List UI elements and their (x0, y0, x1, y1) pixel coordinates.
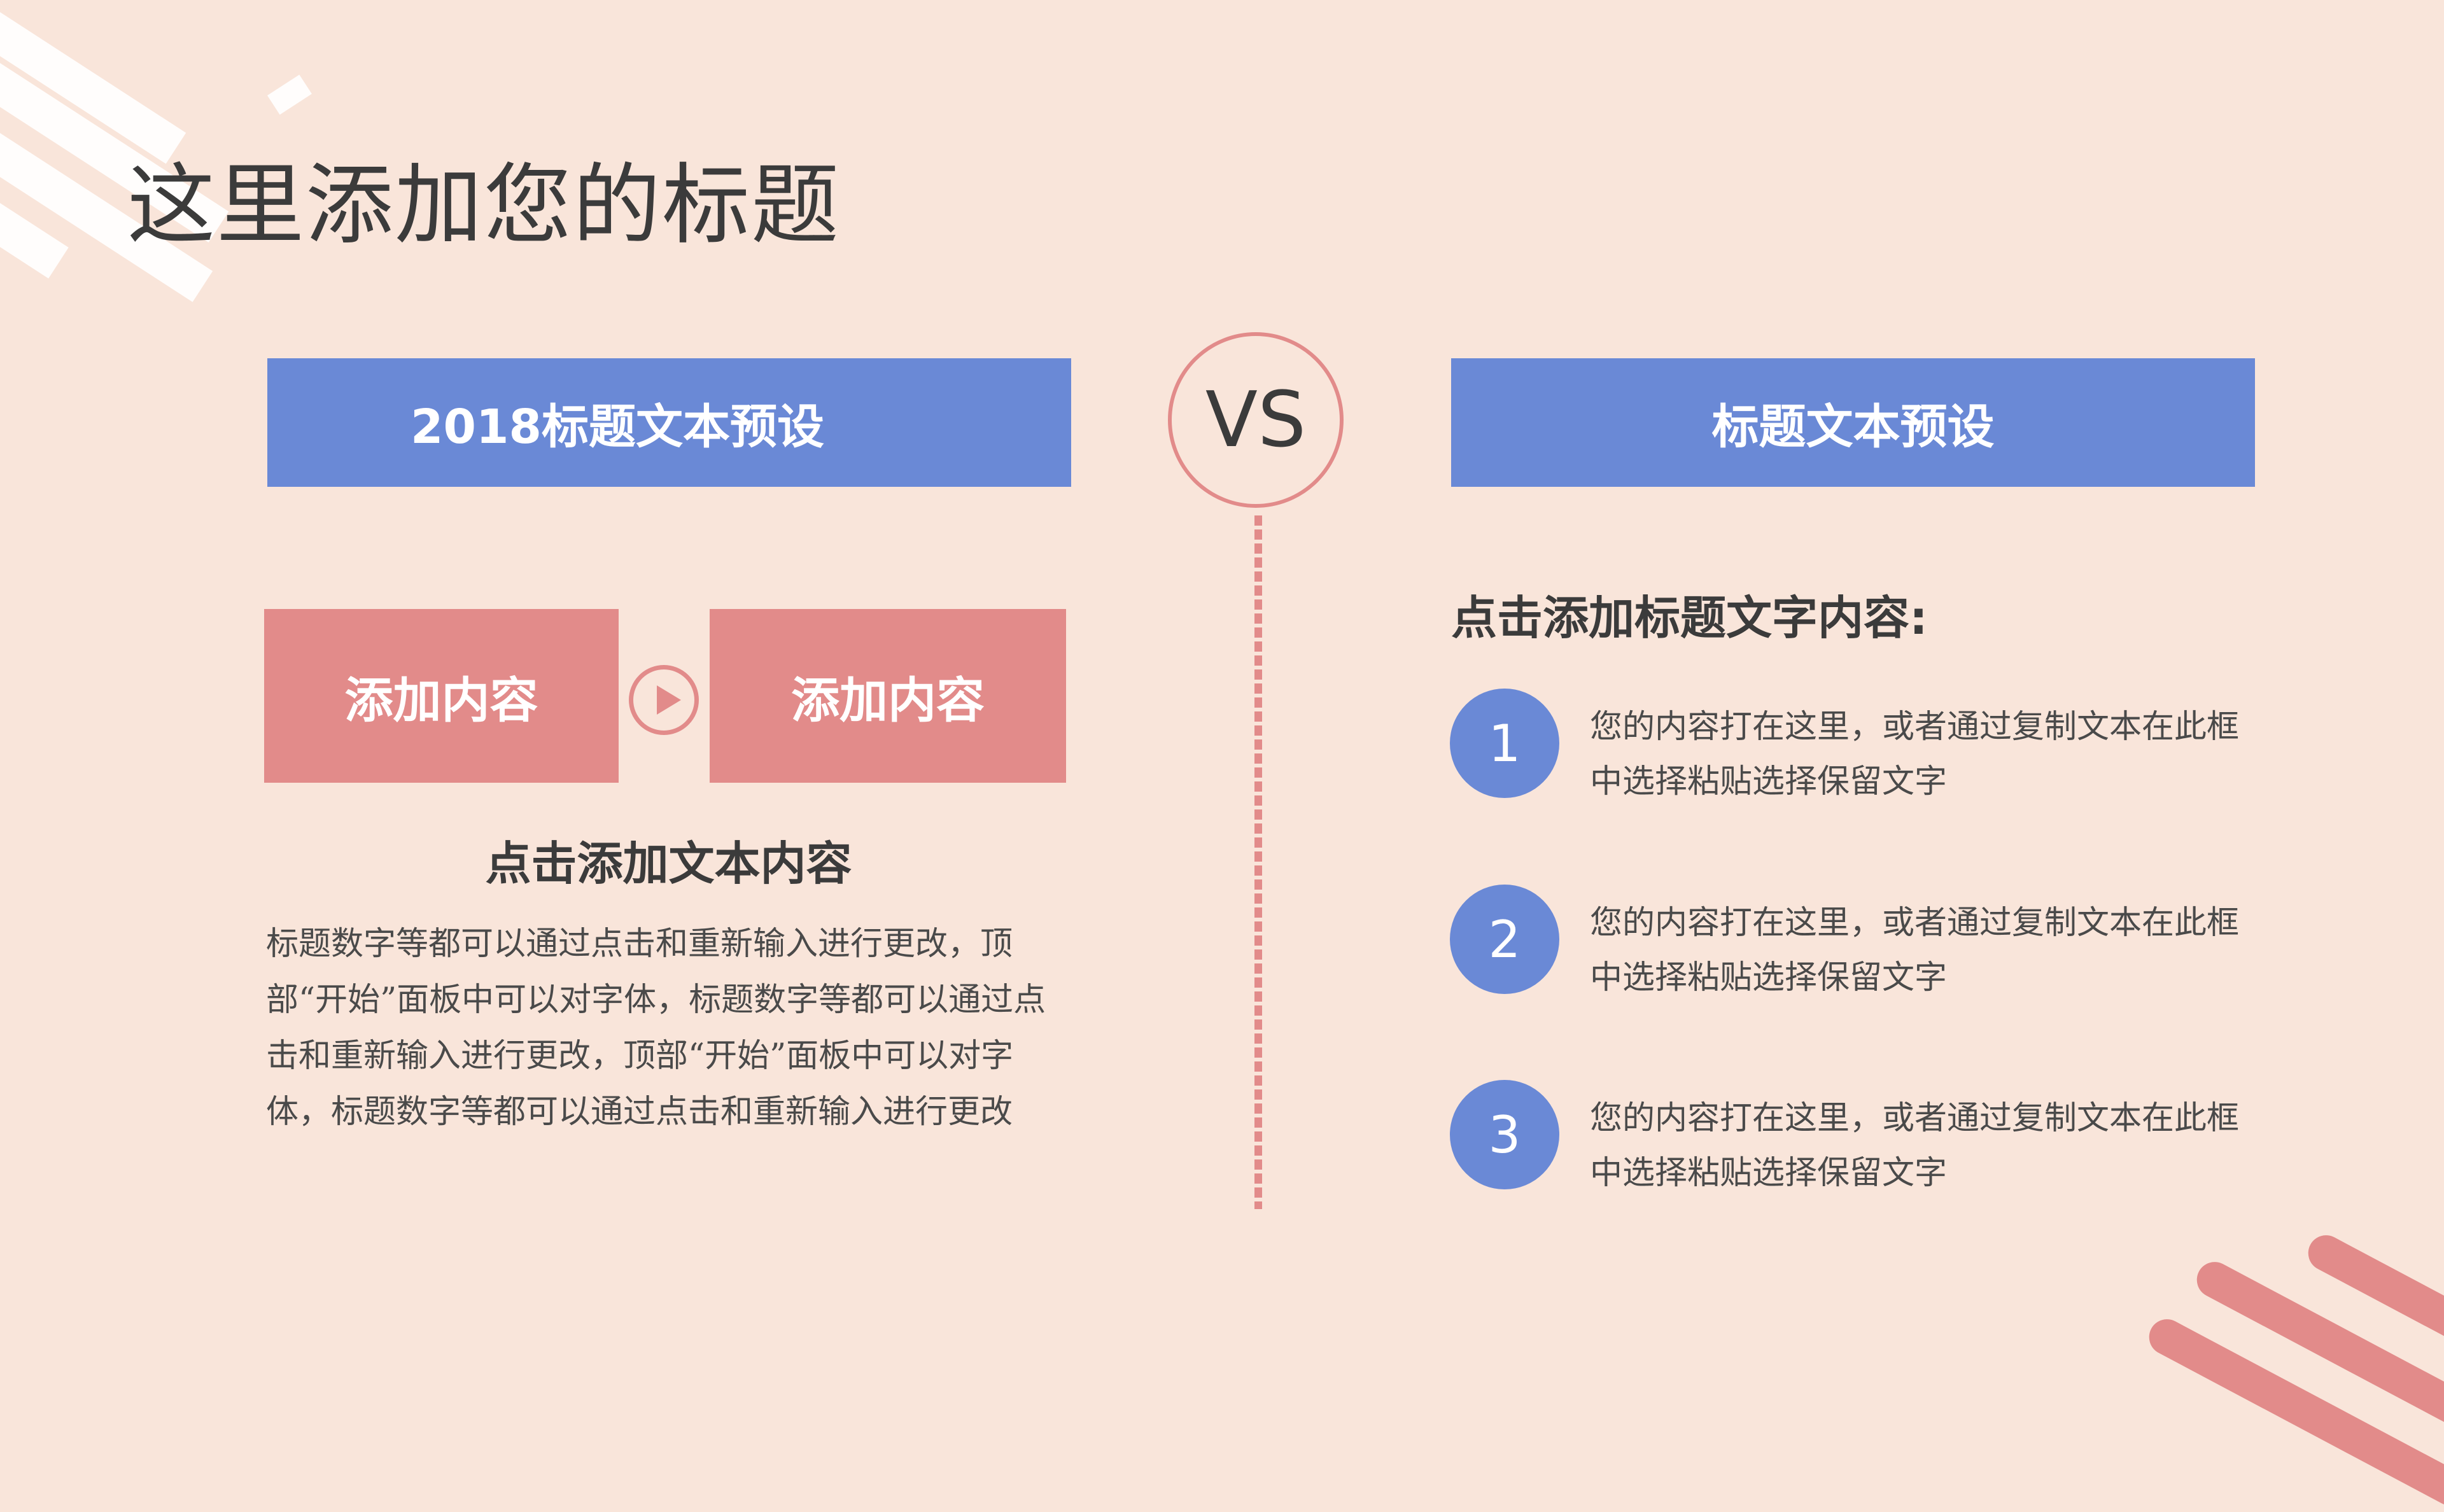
flow-box-a: 添加内容 (264, 609, 619, 783)
left-header-bar: 2018标题文本预设 (267, 358, 1071, 487)
list-item-1-text: 您的内容打在这里，或者通过复制文本在此框中选择粘贴选择保留文字 (1590, 708, 2240, 801)
slide-title: 这里添加您的标题 (127, 154, 841, 256)
dashed-divider-line (1254, 515, 1262, 1209)
flow-box-a-label: 添加内容 (344, 671, 538, 729)
list-item-2-text: 您的内容打在这里，或者通过复制文本在此框中选择粘贴选择保留文字 (1590, 904, 2240, 997)
number-badge-2-label: 2 (1488, 909, 1521, 969)
right-header-label: 标题文本预设 (1711, 399, 1995, 454)
left-header-label: 2018标题文本预设 (411, 399, 824, 454)
vs-label: VS (1205, 375, 1307, 465)
play-circle-icon (629, 665, 699, 735)
number-badge-3-label: 3 (1488, 1105, 1521, 1165)
number-badge-1: 1 (1450, 689, 1559, 798)
number-badge-2: 2 (1450, 885, 1559, 994)
flow-box-b-label: 添加内容 (791, 671, 985, 729)
list-item-3-text: 您的内容打在这里，或者通过复制文本在此框中选择粘贴选择保留文字 (1590, 1100, 2240, 1192)
vs-circle: VS (1168, 332, 1344, 508)
number-badge-3: 3 (1450, 1080, 1559, 1189)
left-body-text: 标题数字等都可以通过点击和重新输入进行更改，顶部“开始”面板中可以对字体，标题数… (266, 925, 1046, 1131)
right-header-bar: 标题文本预设 (1451, 358, 2255, 487)
flow-box-b: 添加内容 (710, 609, 1066, 783)
number-badge-1-label: 1 (1488, 713, 1521, 773)
left-heading: 点击添加文本内容 (485, 837, 852, 890)
right-heading: 点击添加标题文字内容: (1451, 591, 1928, 645)
